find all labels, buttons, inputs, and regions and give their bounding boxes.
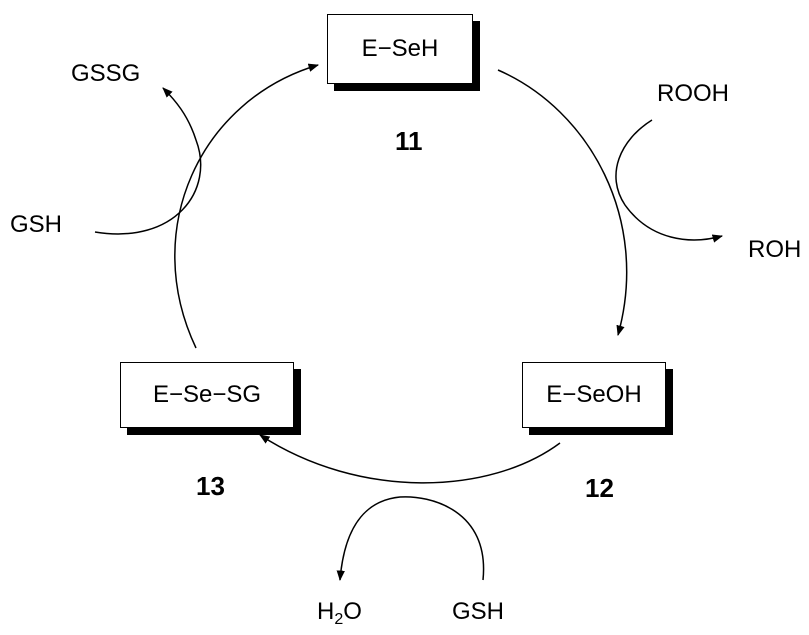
water-subscript: 2	[334, 611, 344, 628]
reagent-roh: ROH	[748, 236, 802, 263]
species-box-es-h: E−SeH	[327, 14, 473, 84]
reagent-gsh-left: GSH	[10, 211, 63, 238]
side-arrow-rooh-roh	[615, 119, 724, 243]
compound-number-13: 13	[196, 471, 225, 501]
compound-number-11: 11	[395, 126, 423, 156]
side-arrow-gsh-water	[336, 496, 485, 582]
reagent-water: H2O	[317, 600, 362, 628]
species-es-oh-label: E−SeOH	[546, 381, 642, 408]
arc-11-to-12	[497, 69, 628, 337]
arc-13-to-11	[174, 63, 320, 349]
compound-number-12: 12	[585, 473, 614, 503]
species-box-es-oh: E−SeOH	[522, 362, 666, 428]
reagent-gsh-bottom: GSH	[452, 598, 505, 625]
reagent-rooh: ROOH	[657, 80, 729, 107]
arc-12-to-13	[259, 434, 561, 484]
reagent-gssg: GSSG	[71, 60, 141, 87]
species-es-h-label: E−SeH	[361, 35, 439, 62]
species-es-sg-label: E−Se−SG	[152, 381, 262, 408]
water-o: O	[343, 598, 362, 625]
species-box-es-sg: E−Se−SG	[120, 362, 294, 428]
side-arrow-gsh-gssg	[94, 87, 202, 235]
water-h: H	[317, 598, 335, 625]
